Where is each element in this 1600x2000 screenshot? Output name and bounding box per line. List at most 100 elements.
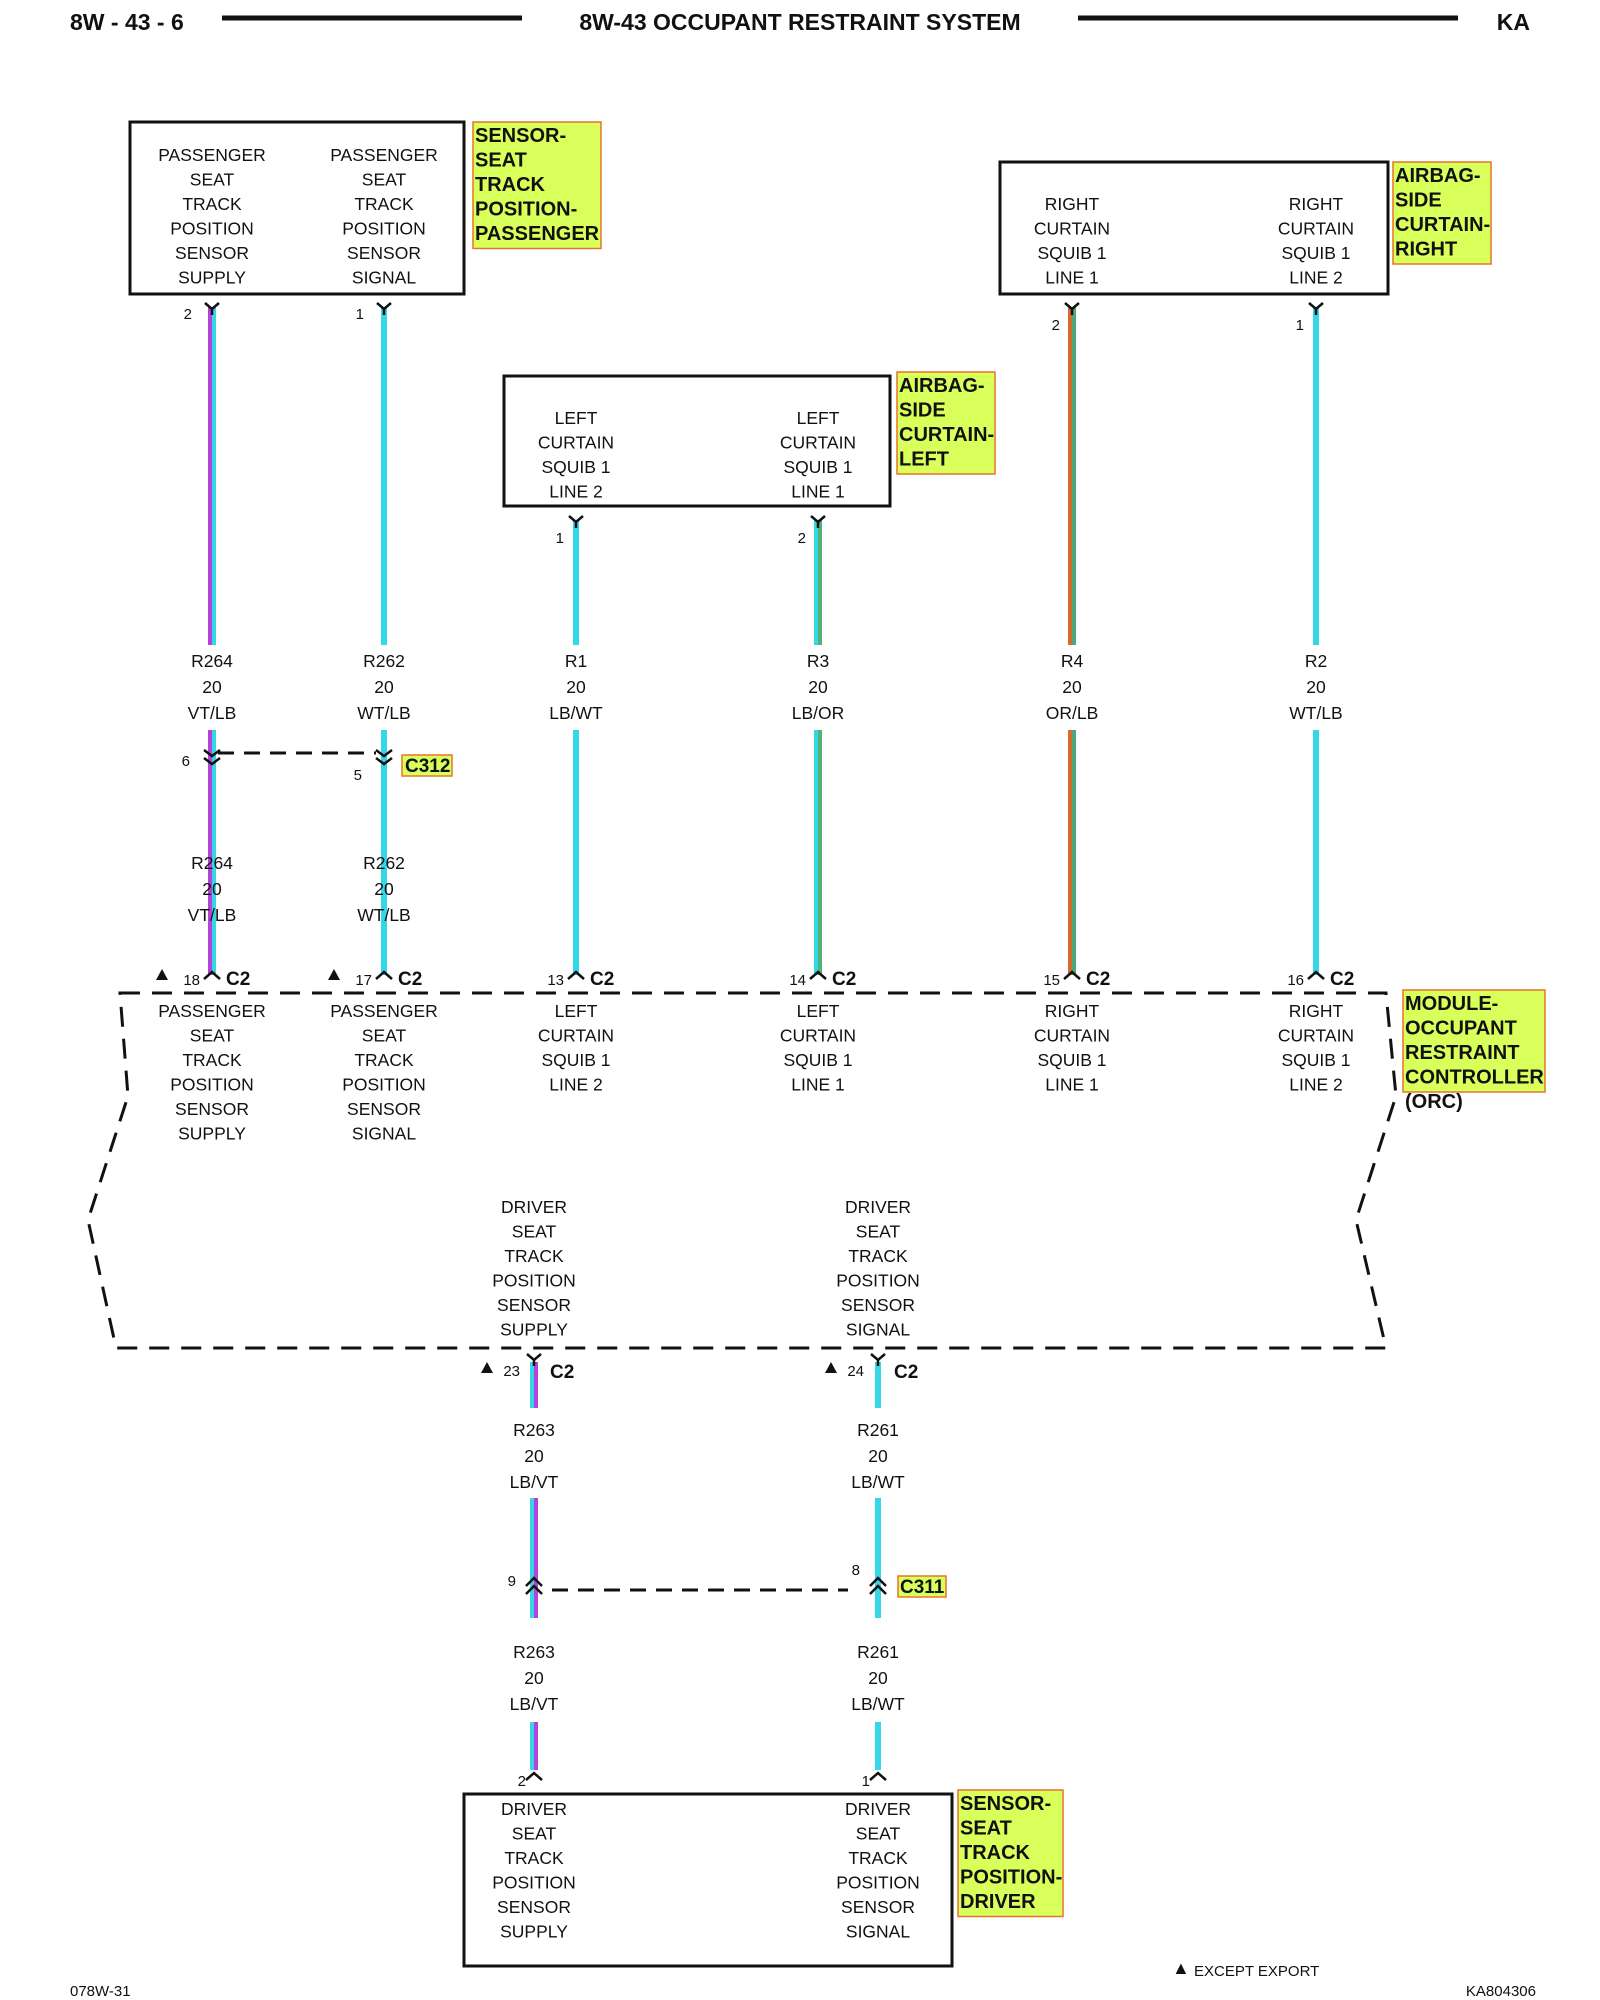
wire-0-orc-pin: 18 — [183, 972, 200, 989]
right-curtain-col-line2-line-0: RIGHT — [1289, 194, 1344, 214]
driver-sensor-col-signal-line-1: SEAT — [856, 1824, 901, 1844]
right-curtain-col-line1-line-3: LINE 1 — [1045, 268, 1099, 288]
orc-top-col-0-line-3: POSITION — [170, 1075, 254, 1095]
wire-6-except-export-icon — [481, 1362, 493, 1373]
wire-0-circuit-label: R264 — [191, 651, 233, 671]
orc-module-abbrev: (ORC) — [1405, 1091, 1463, 1113]
driver-seat-track-sensor-box — [462, 1792, 954, 1968]
passenger-sensor-col-signal-line-1: SEAT — [362, 170, 407, 190]
wire-7-gauge-label: 20 — [868, 1668, 888, 1688]
orc-top-col-2-line-2: SQUIB 1 — [541, 1050, 610, 1070]
passenger-sensor-tag-line-2: TRACK — [475, 174, 546, 196]
driver-sensor-pin-2-symbol — [525, 1771, 543, 1781]
connector-c312-tag: C312 — [401, 754, 453, 777]
legend-text: EXCEPT EXPORT — [1194, 1963, 1319, 1980]
orc-top-col-1-line-3: POSITION — [342, 1075, 426, 1095]
orc-pin-24-symbol — [870, 1353, 886, 1366]
wire-7-color-label: LB/WT — [851, 1472, 905, 1492]
wire-0-except-export-icon — [156, 969, 168, 980]
passenger-sensor-col-supply-line-4: SENSOR — [175, 243, 249, 263]
wire-6-gauge-label: 20 — [524, 1446, 544, 1466]
wire-0-gauge-label: 20 — [202, 677, 222, 697]
wire-6-orc-connector: C2 — [550, 1362, 574, 1383]
wire-7-orc-pin: 24 — [847, 1363, 864, 1380]
wire-4-color-label: OR/LB — [1046, 703, 1099, 723]
orc-driver-signal-col-line-0: DRIVER — [845, 1197, 911, 1217]
left-curtain-airbag-box — [502, 374, 892, 508]
wire-4-circuit-label: R4 — [1061, 651, 1084, 671]
orc-top-col-2-line-0: LEFT — [555, 1001, 598, 1021]
pin-2-R3-symbol — [810, 515, 826, 528]
passenger-seat-track-sensor-box — [128, 120, 466, 296]
left-curtain-col-line2-line-0: LEFT — [555, 408, 598, 428]
left-curtain-tag-line-3: LEFT — [899, 449, 949, 471]
right-curtain-col-line2-line-1: CURTAIN — [1278, 219, 1354, 239]
wire-1-c312-pin: 5 — [354, 767, 362, 784]
except-export-triangle-icon: ▲ — [1172, 1958, 1190, 1978]
pin-1-R2-symbol — [1308, 302, 1324, 315]
wire-5-orc-connector: C2 — [1330, 969, 1354, 990]
orc-driver-supply-col-line-2: TRACK — [504, 1246, 564, 1266]
wire-2-circuit-label: R1 — [565, 651, 587, 671]
orc-top-col-3-line-2: SQUIB 1 — [783, 1050, 852, 1070]
orc-top-col-0-line-5: SUPPLY — [178, 1124, 246, 1144]
orc-top-col-4-line-1: CURTAIN — [1034, 1026, 1110, 1046]
passenger-sensor-tag-line-0: SENSOR- — [475, 125, 566, 147]
wire-R263-sensor-segment — [530, 1722, 538, 1770]
wire-1-except-export-icon — [328, 969, 340, 980]
component-tags-layer: SENSOR-SEATTRACKPOSITION-PASSENGERAIRBAG… — [472, 121, 1546, 1918]
legend: ▲ EXCEPT EXPORT — [1172, 1958, 1319, 1980]
wire-1-circuit-label: R262 — [363, 651, 405, 671]
wire-7-circuit-label: R261 — [857, 1420, 899, 1440]
driver-sensor-col-supply-line-4: SENSOR — [497, 1897, 571, 1917]
wire-4-orc-pin: 15 — [1043, 972, 1060, 989]
pin-1-R1-symbol — [568, 515, 584, 528]
wire-0-top-pin: 2 — [184, 306, 192, 323]
driver-sensor-col-signal-line-4: SENSOR — [841, 1897, 915, 1917]
passenger-sensor-col-supply-line-5: SUPPLY — [178, 268, 246, 288]
wire-R264-lower-segment — [208, 730, 216, 975]
wire-1-color-label: WT/LB — [357, 703, 410, 723]
orc-driver-signal-col-line-2: TRACK — [848, 1246, 908, 1266]
wire-1-top-pin: 1 — [356, 306, 364, 323]
wire-0-gauge-label: 20 — [202, 879, 222, 899]
footer-figure-id: 078W-31 — [70, 1983, 131, 2000]
right-curtain-col-line2-line-2: SQUIB 1 — [1281, 243, 1350, 263]
driver-sensor-col-signal-line-2: TRACK — [848, 1848, 908, 1868]
wire-R4-upper-segment — [1068, 307, 1076, 645]
wire-6-circuit-label: R263 — [513, 1420, 555, 1440]
wire-0-c312-pin: 6 — [182, 753, 190, 770]
left-curtain-col-line1-line-0: LEFT — [797, 408, 840, 428]
orc-module-tag-line-3: CONTROLLER — [1405, 1067, 1544, 1089]
right-curtain-col-line2-line-3: LINE 2 — [1289, 268, 1343, 288]
orc-driver-signal-col-line-3: POSITION — [836, 1271, 920, 1291]
wire-0-orc-connector: C2 — [226, 969, 250, 990]
passenger-sensor-col-signal-line-3: POSITION — [342, 219, 426, 239]
wire-4-gauge-label: 20 — [1062, 677, 1082, 697]
orc-pin-15-symbol — [1063, 970, 1081, 980]
wire-3-orc-pin: 14 — [789, 972, 806, 989]
orc-top-col-5-line-3: LINE 2 — [1289, 1075, 1343, 1095]
wire-7-gauge-label: 20 — [868, 1446, 888, 1466]
orc-pin-16-symbol — [1307, 970, 1325, 980]
wire-6-c311-pin: 9 — [508, 1573, 516, 1590]
wire-3-color-label: LB/OR — [792, 703, 845, 723]
labels-layer: 26R26420VT/LBR26420VT/LB15R26220WT/LBR26… — [158, 145, 1463, 1942]
passenger-sensor-tag-line-4: PASSENGER — [475, 223, 600, 245]
pin-2-R264-symbol — [204, 302, 220, 315]
wire-R263-orc-segment — [530, 1362, 538, 1408]
orc-top-col-0-line-0: PASSENGER — [158, 1001, 266, 1021]
orc-driver-supply-col-line-5: SUPPLY — [500, 1320, 568, 1340]
passenger-sensor-col-supply-line-2: TRACK — [182, 194, 242, 214]
wire-3-top-pin: 2 — [798, 530, 806, 547]
footer-drawing-number: KA804306 — [1466, 1983, 1536, 2000]
passenger-sensor-col-supply-line-1: SEAT — [190, 170, 235, 190]
orc-pin-14-symbol — [809, 970, 827, 980]
c312-pin-5-symbol — [375, 749, 393, 766]
orc-pin-18-symbol — [203, 970, 221, 980]
orc-driver-supply-col-line-1: SEAT — [512, 1222, 557, 1242]
wire-5-color-label: WT/LB — [1289, 703, 1342, 723]
connector-c311-label: C311 — [900, 1577, 945, 1598]
